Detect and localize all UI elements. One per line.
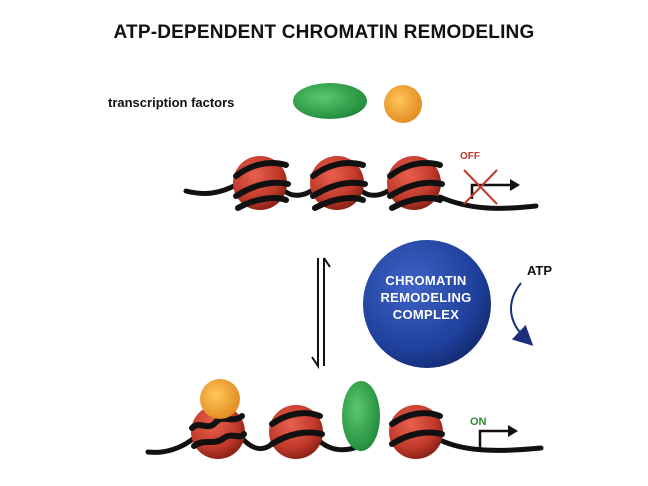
bound-transcription-factor-orange <box>200 379 240 419</box>
complex-label-line3: COMPLEX <box>392 307 460 322</box>
transcription-factor-green <box>293 83 367 119</box>
remodeled-chromatin <box>145 379 544 459</box>
off-label: OFF <box>460 151 480 162</box>
transcription-factor-orange <box>384 85 422 123</box>
complex-label-line1: CHROMATIN <box>385 273 467 288</box>
complex-label-line2: REMODELING <box>380 290 472 305</box>
chromatin-remodeling-complex <box>363 240 491 368</box>
complex-label: CHROMATIN REMODELING COMPLEX <box>361 272 491 323</box>
atp-arrow <box>509 282 534 346</box>
bound-transcription-factor-green <box>342 381 380 451</box>
atp-label: ATP <box>527 263 553 278</box>
on-label: ON <box>470 416 487 428</box>
condensed-chromatin <box>183 156 539 211</box>
equilibrium-arrows <box>311 257 331 370</box>
dna-strand-top <box>183 183 539 211</box>
diagram-title: ATP-DEPENDENT CHROMATIN REMODELING <box>113 22 535 43</box>
promoter-arrow-on <box>478 429 510 448</box>
dna-strand-bottom <box>145 433 544 455</box>
promoter-arrow-off <box>470 183 512 199</box>
transcription-factors-label: transcription factors <box>108 95 235 110</box>
